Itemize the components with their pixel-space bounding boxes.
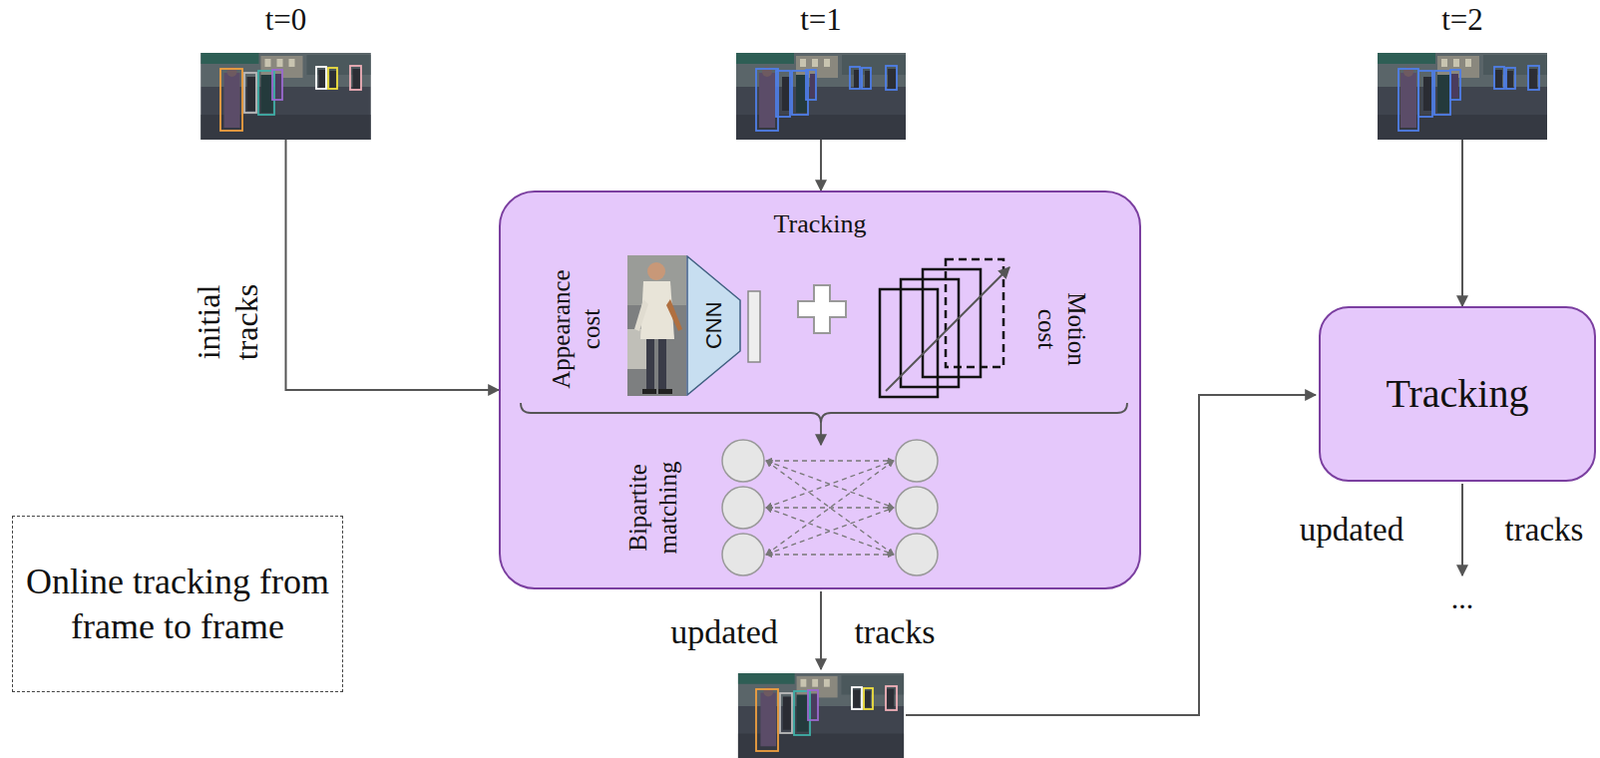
- arrow: [819, 591, 822, 670]
- flow-label: tracks: [1505, 510, 1585, 551]
- node-text: Tracking: [1386, 370, 1530, 418]
- tracking-box: Tracking: [1318, 306, 1597, 482]
- video-frame: [738, 673, 904, 758]
- node-text: CNN: [700, 302, 727, 351]
- flow-label: tracks: [853, 612, 935, 654]
- feature-vector: [748, 291, 761, 363]
- frame-node: t=2: [1376, 3, 1549, 140]
- note-box: Online tracking from frame to frame: [11, 515, 344, 693]
- node-text: t=2: [1441, 3, 1484, 35]
- connector-arrow: [819, 139, 822, 191]
- connector-arrow: [1461, 139, 1464, 307]
- motion-boxes: [879, 259, 1004, 398]
- arrow: [819, 422, 822, 445]
- node-text: t=1: [800, 3, 842, 35]
- arrow: [1461, 483, 1464, 576]
- video-frame: [736, 52, 906, 140]
- brace: [520, 402, 1128, 423]
- connector-arrow: [286, 139, 500, 391]
- cnn-trapezoid: CNN: [686, 255, 742, 397]
- trapezoid-outline: [687, 256, 741, 396]
- node-text: t=0: [265, 3, 308, 35]
- pedestrian-crop: [627, 255, 687, 397]
- flow-label: updated: [670, 612, 779, 654]
- edge-label: initial tracks: [188, 262, 266, 383]
- matching-nodes: [722, 439, 938, 576]
- frame-node: t=1: [736, 3, 906, 140]
- video-frame: [1377, 52, 1548, 140]
- matching-edges: [766, 460, 894, 555]
- plus-symbol: [798, 285, 846, 334]
- flow-label: updated: [1299, 510, 1404, 551]
- tracking-box: TrackingCNN: [498, 190, 1142, 590]
- tracking-illustration: [500, 192, 1144, 592]
- node-text: Online tracking from frame to frame: [21, 559, 334, 650]
- frame-node: t=0: [200, 3, 372, 140]
- flow-label: ...: [1451, 580, 1475, 617]
- motion-arrow: [885, 267, 1010, 392]
- video-frame: [201, 52, 372, 140]
- node-text: Tracking: [774, 208, 867, 240]
